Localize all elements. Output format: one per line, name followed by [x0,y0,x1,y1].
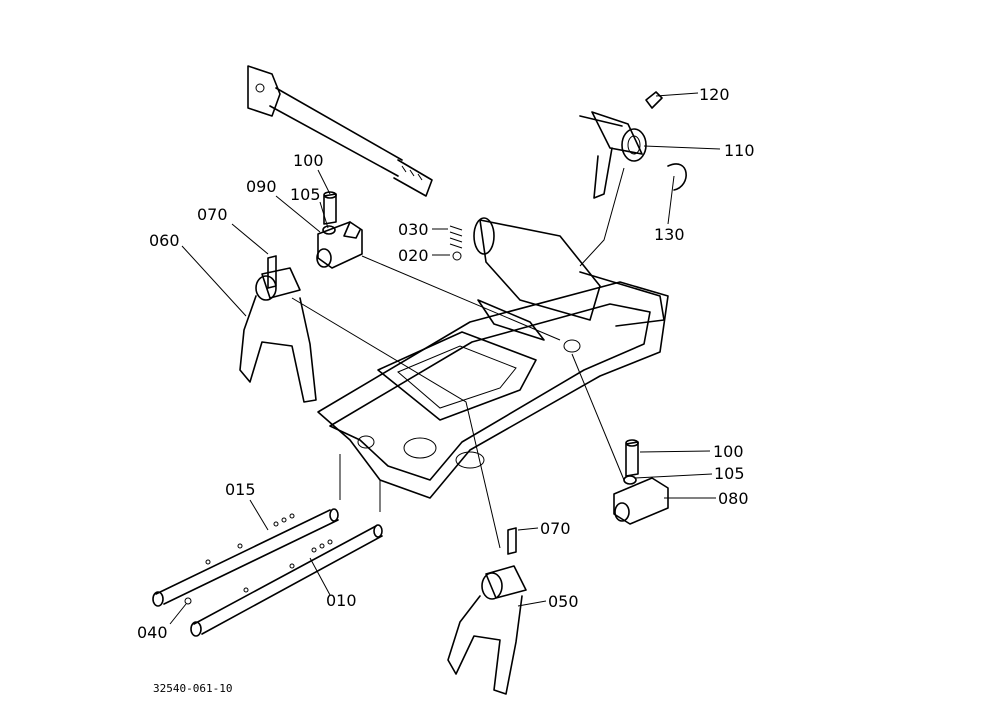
shift-fork-050 [447,527,527,695]
label-060: 060 [149,231,180,250]
label-070-lower: 070 [540,519,571,538]
label-120: 120 [699,85,730,104]
label-080: 080 [718,489,749,508]
label-130: 130 [654,225,685,244]
label-020: 020 [398,246,429,265]
detent-spring-and-ball [449,225,463,261]
leader-lines [169,92,721,625]
shift-arm-assembly [579,91,687,199]
shift-block-090 [316,191,363,269]
part-labels: 120 110 130 100 090 105 070 060 030 020 … [137,85,755,642]
shift-block-080 [613,439,669,525]
drawing-code: 32540-061-10 [153,682,232,695]
label-070-upper: 070 [197,205,228,224]
label-110: 110 [724,141,755,160]
label-010: 010 [326,591,357,610]
fork-rods [152,508,383,637]
label-100-upper: 100 [293,151,324,170]
label-030: 030 [398,220,429,239]
shift-rod [247,65,433,197]
shift-fork-060 [239,255,317,403]
label-015: 015 [225,480,256,499]
label-105-upper: 105 [290,185,321,204]
label-105-lower: 105 [714,464,745,483]
label-040: 040 [137,623,168,642]
label-050: 050 [548,592,579,611]
assembly-lines [291,167,625,549]
label-090: 090 [246,177,277,196]
label-100-lower: 100 [713,442,744,461]
transmission-case [317,217,669,512]
